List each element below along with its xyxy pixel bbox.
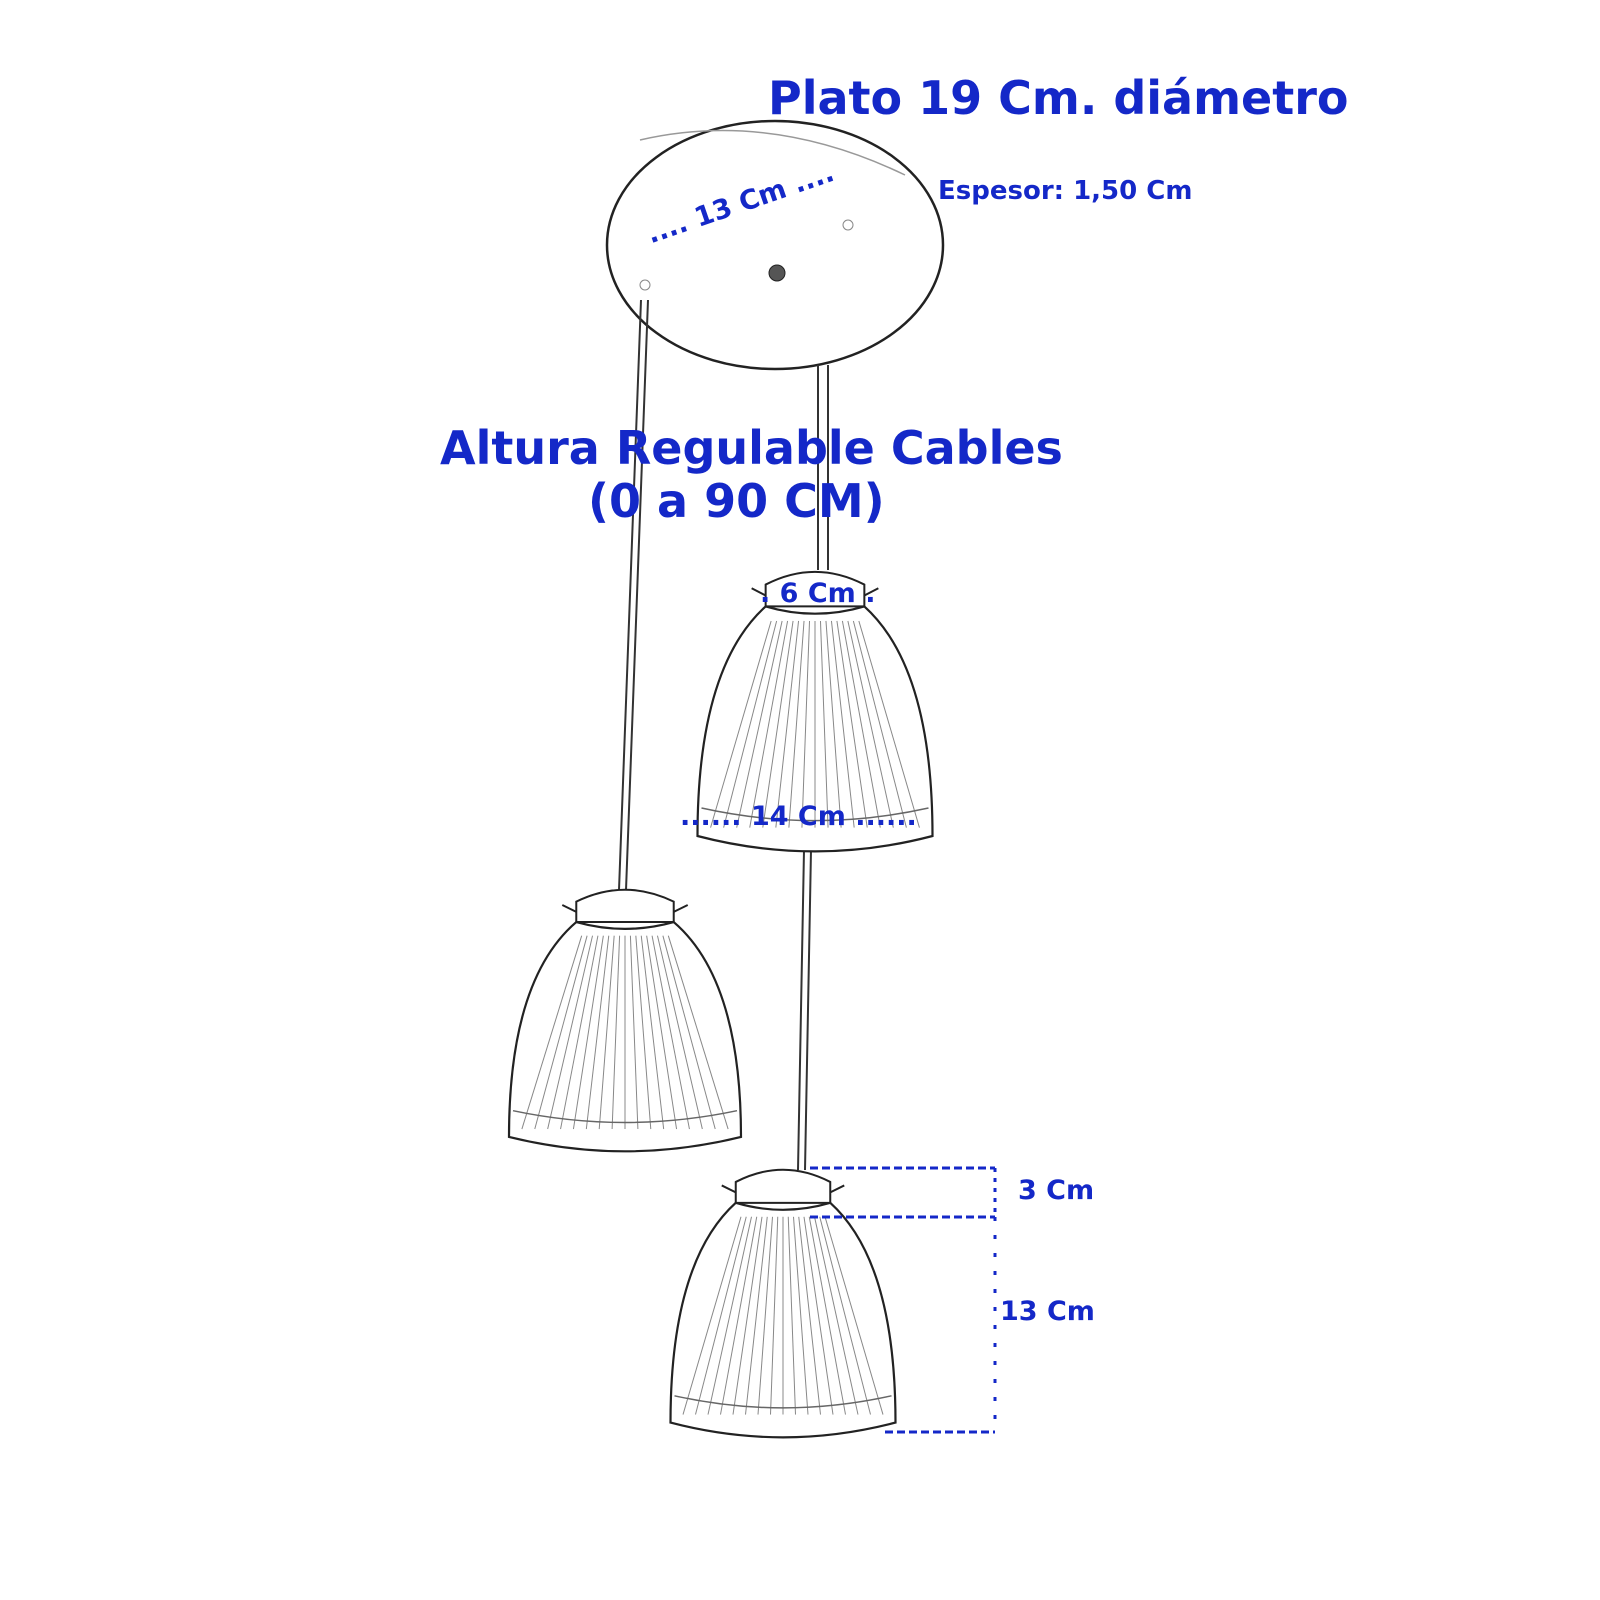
ceiling-plate — [605, 119, 945, 371]
cable-height-label: Altura Regulable Cables — [440, 421, 1063, 475]
cable-range-label: (0 a 90 CM) — [588, 474, 885, 528]
plate-diameter-label: Plato 19 Cm. diámetro — [768, 71, 1349, 125]
shade-left — [507, 888, 743, 1153]
shade-lower — [669, 1168, 897, 1439]
shade-upper — [696, 570, 934, 853]
cables — [618, 299, 829, 1171]
cap-height-label: 3 Cm — [1018, 1175, 1095, 1206]
dimension-lines — [810, 1166, 997, 1434]
shade-bottom-width-label: ...... 14 Cm ...... — [680, 801, 917, 832]
shade-top-width-label: . 6 Cm . — [760, 578, 876, 609]
center-screw-icon — [768, 264, 786, 282]
plate-thickness-label: Espesor: 1,50 Cm — [938, 176, 1193, 206]
shade-height-label: 13 Cm — [1000, 1296, 1095, 1327]
